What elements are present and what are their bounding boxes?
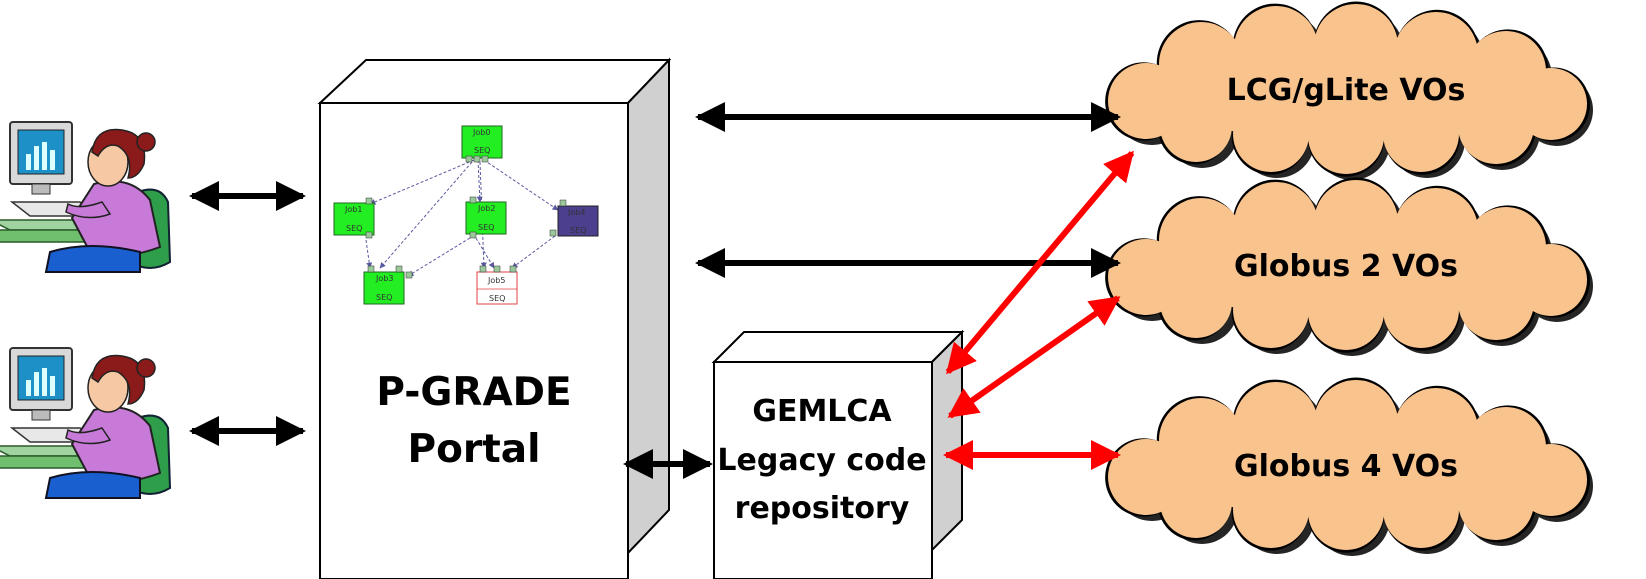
cloud-globus-2: Globus 2 VOs <box>1105 177 1593 356</box>
workflow-job-4: Job4 SEQ <box>549 199 599 237</box>
portal-label-line2: Portal <box>408 427 541 472</box>
user-2 <box>0 347 171 499</box>
job-name: Job0 <box>472 128 490 137</box>
workflow-job-5: Job5 SEQ <box>476 265 518 305</box>
gemlca-label-line3: repository <box>735 491 910 526</box>
job-tag: SEQ <box>346 224 362 233</box>
cloud-globus-4: Globus 4 VOs <box>1105 377 1593 556</box>
workflow-job-1: Job1 SEQ <box>333 197 375 239</box>
workflow-edge <box>511 235 556 269</box>
user-1 <box>0 121 171 273</box>
job-name: Job4 <box>567 208 585 217</box>
job-name: Job2 <box>477 204 495 213</box>
user-at-computer-icon <box>0 347 171 499</box>
job-name: Job5 <box>487 276 505 285</box>
gemlca-label-line1: GEMLCA <box>752 394 892 429</box>
cloud-label: LCG/gLite VOs <box>1227 73 1466 108</box>
workflow-edge <box>407 237 471 277</box>
workflow-job-3: Job3 SEQ <box>363 265 413 305</box>
gemlca-label-line2: Legacy code <box>717 443 926 478</box>
job-name: Job1 <box>344 205 362 214</box>
workflow-edge <box>479 161 487 269</box>
workflow-job-0: Job0 SEQ <box>461 125 503 163</box>
workflow-graph: Job0 SEQ Job1 SEQ Job2 SEQ <box>333 125 599 305</box>
workflow-edge <box>369 159 475 205</box>
job-name: Job3 <box>375 274 393 283</box>
job-tag: SEQ <box>376 293 392 302</box>
job-tag: SEQ <box>474 146 490 155</box>
job-tag: SEQ <box>570 226 586 235</box>
cloud-label: Globus 4 VOs <box>1234 449 1458 484</box>
job-tag: SEQ <box>478 223 494 232</box>
cloud-lcg-glite: LCG/gLite VOs <box>1105 1 1593 180</box>
workflow-edge <box>475 237 495 269</box>
cloud-label: Globus 2 VOs <box>1234 249 1458 284</box>
workflow-edge <box>476 159 483 203</box>
portal-label-line1: P-GRADE <box>376 370 571 415</box>
workflow-edge <box>379 161 473 269</box>
user-at-computer-icon <box>0 121 171 273</box>
job-tag: SEQ <box>489 294 505 303</box>
portal-server: Job0 SEQ Job1 SEQ Job2 SEQ <box>317 57 672 579</box>
arrow-gemlca-globus2 <box>947 295 1121 419</box>
gemlca-server: GEMLCA Legacy code repository <box>711 329 965 579</box>
workflow-job-2: Job2 SEQ <box>465 196 507 239</box>
